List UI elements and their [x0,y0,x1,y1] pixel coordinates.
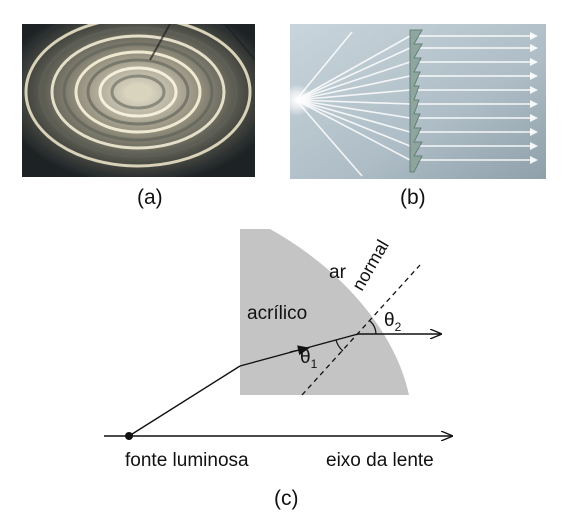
ray-incident [128,365,241,437]
caption-a: (a) [137,186,163,209]
label-air: ar [329,262,346,283]
label-acrylic: acrílico [247,303,308,324]
theta2-subscript: 2 [394,319,402,334]
caption-c: (c) [274,487,299,510]
theta2-symbol: θ [384,310,395,331]
label-theta1: θ1 [300,347,317,371]
theta1-arc [335,339,344,352]
caption-b: (b) [400,186,426,209]
normal-line [301,264,421,396]
panel-c-diagram [104,229,452,440]
label-lens-axis: eixo da lente [326,450,434,471]
label-light-source: fonte luminosa [125,450,249,471]
theta1-subscript: 1 [310,356,318,371]
theta1-symbol: θ [300,347,311,368]
acrylic-region [240,229,409,395]
label-theta2: θ2 [384,310,401,334]
theta2-arc [369,320,377,335]
ray-internal-arrowhead [289,345,310,356]
